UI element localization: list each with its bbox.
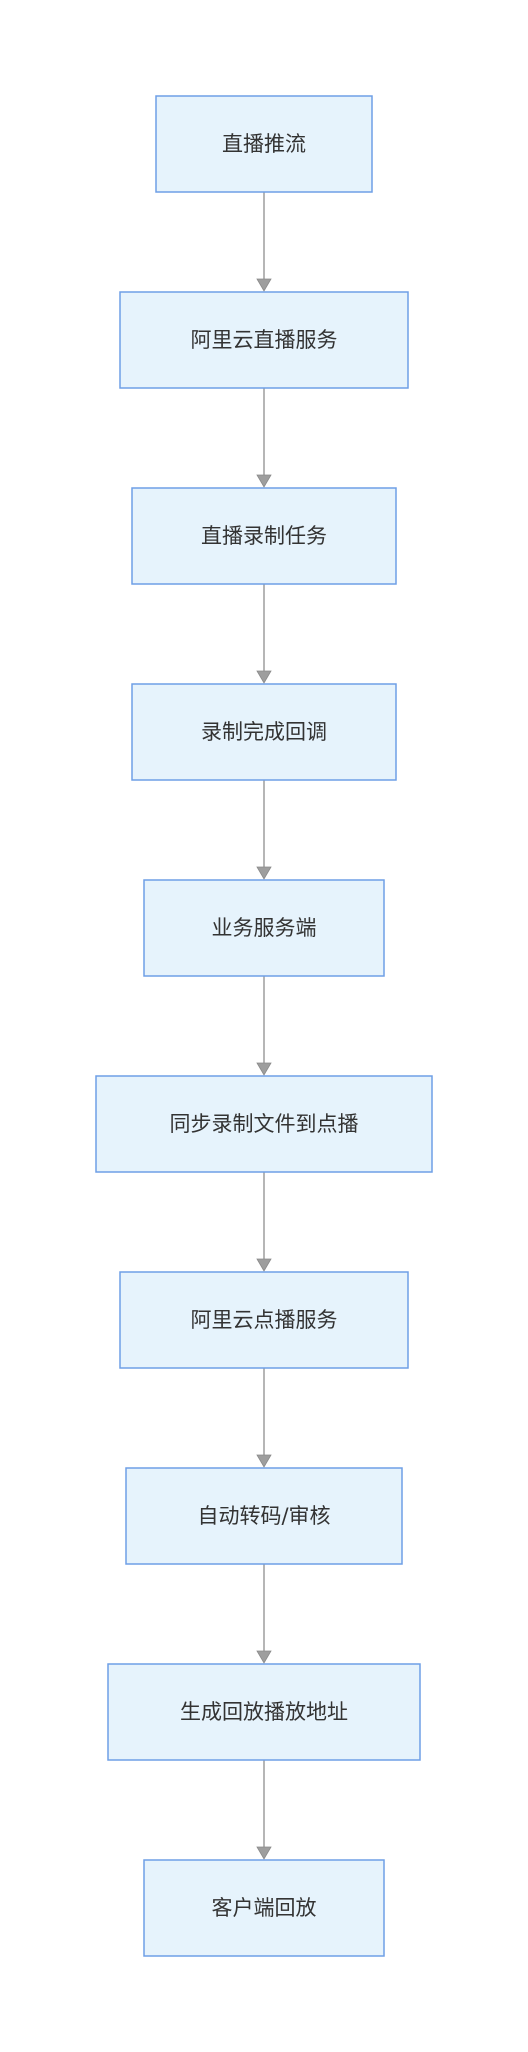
arrowhead-icon <box>256 866 272 880</box>
flow-edge-n3-n4 <box>256 584 272 684</box>
flow-node-box <box>125 1467 403 1565</box>
flow-edge-n7-n8 <box>256 1368 272 1468</box>
flow-edge-n5-n6 <box>256 976 272 1076</box>
flow-node-label: 自动转码/审核 <box>197 1504 330 1528</box>
flow-node-n2: 阿里云直播服务 <box>119 291 409 389</box>
flow-node-label: 客户端回放 <box>212 1896 317 1920</box>
flow-node-box <box>143 879 385 977</box>
flow-node-n10: 客户端回放 <box>143 1859 385 1957</box>
flow-node-n9: 生成回放播放地址 <box>107 1663 421 1761</box>
flow-node-n1: 直播推流 <box>155 95 373 193</box>
flow-node-n3: 直播录制任务 <box>131 487 397 585</box>
flow-node-box <box>119 1271 409 1369</box>
flow-edge-n6-n7 <box>256 1172 272 1272</box>
arrowhead-icon <box>256 278 272 292</box>
flow-node-label: 直播推流 <box>222 132 306 156</box>
flow-node-box <box>119 291 409 389</box>
flow-node-box <box>131 487 397 585</box>
flow-node-box <box>143 1859 385 1957</box>
flow-node-n8: 自动转码/审核 <box>125 1467 403 1565</box>
flow-node-label: 生成回放播放地址 <box>180 1700 348 1724</box>
flow-node-label: 业务服务端 <box>212 916 317 940</box>
flow-node-label: 阿里云点播服务 <box>191 1308 338 1332</box>
flow-edge-n2-n3 <box>256 388 272 488</box>
flow-node-box <box>131 683 397 781</box>
flow-edge-n9-n10 <box>256 1760 272 1860</box>
flow-node-box <box>107 1663 421 1761</box>
flow-node-label: 阿里云直播服务 <box>191 328 338 352</box>
arrowhead-icon <box>256 474 272 488</box>
flow-node-box <box>155 95 373 193</box>
arrowhead-icon <box>256 670 272 684</box>
flow-node-n4: 录制完成回调 <box>131 683 397 781</box>
flow-node-n6: 同步录制文件到点播 <box>95 1075 433 1173</box>
arrowhead-icon <box>256 1258 272 1272</box>
flow-node-label: 录制完成回调 <box>201 720 327 744</box>
nodes-layer: 直播推流阿里云直播服务直播录制任务录制完成回调业务服务端同步录制文件到点播阿里云… <box>95 95 433 1957</box>
flow-node-n5: 业务服务端 <box>143 879 385 977</box>
flow-node-label: 直播录制任务 <box>201 524 327 548</box>
arrowhead-icon <box>256 1062 272 1076</box>
flow-node-box <box>95 1075 433 1173</box>
flow-edge-n8-n9 <box>256 1564 272 1664</box>
flow-node-n7: 阿里云点播服务 <box>119 1271 409 1369</box>
flow-edge-n1-n2 <box>256 192 272 292</box>
arrowhead-icon <box>256 1650 272 1664</box>
edges-layer <box>256 192 272 1860</box>
arrowhead-icon <box>256 1454 272 1468</box>
flow-edge-n4-n5 <box>256 780 272 880</box>
flow-node-label: 同步录制文件到点播 <box>170 1112 359 1136</box>
arrowhead-icon <box>256 1846 272 1860</box>
